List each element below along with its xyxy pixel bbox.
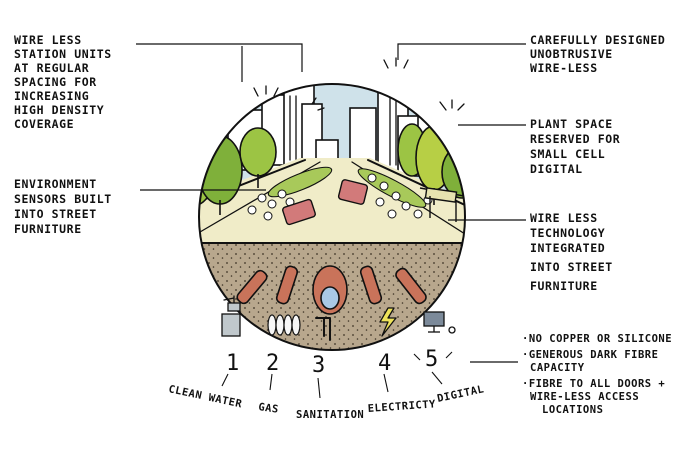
annotation-line: WIRE LESS (530, 211, 598, 225)
utility-label-5: DIGITAL (436, 383, 485, 405)
utility-tick-lines (221, 351, 453, 399)
annotation-line: FURNITURE (530, 279, 598, 293)
wireless-signal-marks (253, 57, 465, 111)
buses (282, 179, 369, 226)
utility-number-3: 3 (312, 353, 325, 378)
annotation-right-mid: PLANT SPACE RESERVED FOR SMALL CELL DIGI… (530, 117, 628, 176)
annotation-line: CAREFULLY DESIGNED (530, 33, 665, 47)
street-surface (199, 158, 465, 245)
annotation-line: COVERAGE (14, 117, 74, 131)
annotation-line: ENVIRONMENT (14, 177, 97, 191)
utility-number-4: 4 (378, 351, 391, 376)
gas-coil-icon (267, 314, 301, 336)
utility-number-1: 1 (226, 351, 239, 376)
annotation-line: STATION UNITS (14, 47, 112, 61)
annotation-left-mid: ENVIRONMENT SENSORS BUILT INTO STREET FU… (14, 177, 119, 236)
annotation-right-low: WIRE LESS TECHNOLOGY INTEGRATED INTO STR… (530, 211, 620, 293)
annotation-line: SENSORS BUILT (14, 192, 112, 206)
bus-shelter (419, 187, 465, 222)
leader-lines (136, 43, 526, 363)
tap-icon (221, 295, 241, 337)
annotation-right-bottom: ·NO COPPER OR SILICONE ·GENEROUS DARK FI… (522, 333, 679, 416)
computer-monitor-icon (423, 311, 456, 334)
annotation-line: ·FIBRE TO ALL DOORS + (522, 378, 665, 390)
annotation-line: HIGH DENSITY (14, 103, 104, 117)
utility-label-2: GAS (258, 401, 280, 416)
annotation-line: AT REGULAR (14, 61, 89, 75)
section-outline (198, 83, 466, 351)
utility-label-3: SANITATION (296, 409, 364, 421)
annotation-line: FURNITURE (14, 222, 82, 236)
annotation-line: RESERVED FOR (530, 132, 620, 146)
annotation-line: ·NO COPPER OR SILICONE (522, 333, 672, 345)
annotation-line: LOCATIONS (542, 404, 603, 416)
annotation-line: UNOBTRUSIVE (530, 47, 613, 61)
annotation-line: SMALL CELL (530, 147, 605, 161)
annotation-line: WIRE-LESS (530, 61, 598, 75)
sanitation-pipe-icon (315, 317, 331, 341)
annotation-line: TECHNOLOGY (530, 226, 605, 240)
utility-number-2: 2 (266, 351, 279, 376)
annotation-line: INCREASING (14, 89, 89, 103)
annotation-line: INTO STREET (14, 207, 97, 221)
annotation-line: PLANT SPACE (530, 117, 613, 131)
annotation-line: INTO STREET (530, 260, 613, 274)
utility-pipes (236, 265, 427, 315)
utility-label-4: ELECTRICTY (367, 398, 436, 415)
annotation-line: CAPACITY (530, 362, 585, 374)
annotation-left-top: WIRE LESS STATION UNITS AT REGULAR SPACI… (14, 33, 119, 131)
utility-label-1: CLEAN WATER (167, 383, 243, 410)
lightning-bolt-icon (379, 307, 397, 337)
annotation-line: INTEGRATED (530, 241, 605, 255)
utility-number-5: 5 (425, 347, 438, 372)
annotation-line: WIRE-LESS ACCESS (530, 391, 639, 403)
annotation-right-top: CAREFULLY DESIGNED UNOBTRUSIVE WIRE-LESS (530, 33, 673, 75)
annotation-line: ·GENEROUS DARK FIBRE (522, 349, 658, 361)
pedestrians (247, 173, 433, 221)
annotation-line: SPACING FOR (14, 75, 97, 89)
annotation-line: DIGITAL (530, 162, 583, 176)
annotation-line: WIRE LESS (14, 33, 82, 47)
